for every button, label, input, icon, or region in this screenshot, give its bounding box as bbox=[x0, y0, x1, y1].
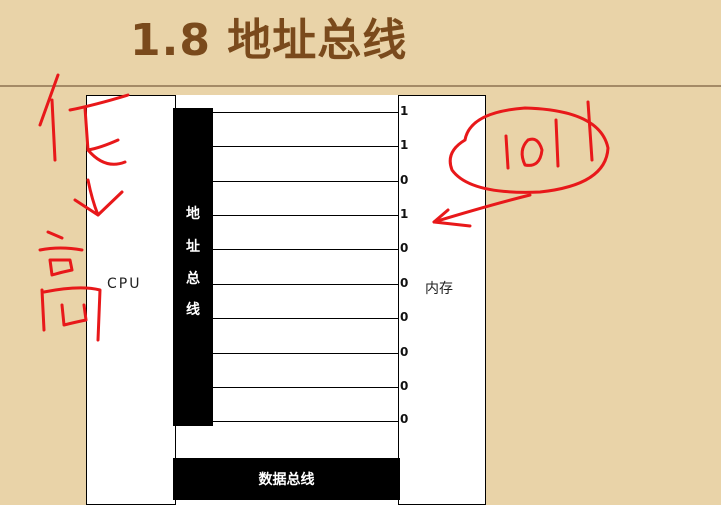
handwriting-low-stroke bbox=[38, 73, 60, 127]
address-bus-bar bbox=[173, 108, 213, 426]
address-line bbox=[213, 421, 398, 422]
handwriting-high-stroke bbox=[48, 258, 74, 277]
arrow-to-bits-icon bbox=[432, 193, 532, 224]
memory-label: 内存 bbox=[425, 281, 453, 297]
address-line bbox=[213, 353, 398, 354]
down-arrow-icon bbox=[73, 190, 124, 217]
address-line bbox=[213, 318, 398, 319]
bit-value: 0 bbox=[400, 310, 409, 324]
bit-value: 1 bbox=[400, 104, 409, 118]
bit-value: 1 bbox=[400, 207, 409, 221]
down-arrow-icon bbox=[86, 178, 100, 217]
address-line bbox=[213, 249, 398, 250]
address-line bbox=[213, 181, 398, 182]
cpu-label: CPU bbox=[107, 276, 142, 292]
slide-title: 1.8 地址总线 bbox=[130, 15, 408, 66]
arrow-to-bits-icon bbox=[432, 208, 472, 228]
bit-value: 0 bbox=[400, 345, 409, 359]
handwriting-high-stroke bbox=[60, 303, 88, 327]
handwriting-low-stroke bbox=[86, 148, 127, 166]
value-circle bbox=[448, 106, 610, 194]
address-line bbox=[213, 387, 398, 388]
address-line bbox=[213, 215, 398, 216]
handwriting-high-stroke bbox=[40, 288, 46, 332]
bit-value: 0 bbox=[400, 241, 409, 255]
handwriting-value-stroke bbox=[504, 134, 510, 170]
handwriting-high-stroke bbox=[46, 230, 64, 240]
handwriting-value-stroke bbox=[520, 137, 544, 167]
handwriting-value-stroke bbox=[554, 118, 560, 168]
handwriting-high-stroke bbox=[42, 286, 102, 342]
address-bus-label-char: 线 bbox=[186, 302, 200, 318]
address-line bbox=[213, 112, 398, 113]
address-line bbox=[213, 146, 398, 147]
address-bus-label-char: 总 bbox=[186, 271, 200, 287]
bit-value: 0 bbox=[400, 173, 409, 187]
address-line bbox=[213, 284, 398, 285]
address-bus-label-char: 地 bbox=[186, 206, 200, 222]
handwriting-low-stroke bbox=[83, 106, 120, 152]
handwriting-low-stroke bbox=[68, 93, 130, 112]
handwriting-value-stroke bbox=[586, 100, 594, 162]
handwriting-low-stroke bbox=[50, 98, 57, 162]
title-divider bbox=[0, 85, 721, 87]
memory-box bbox=[398, 95, 486, 505]
handwriting-high-stroke bbox=[38, 246, 84, 252]
bit-value: 0 bbox=[400, 412, 409, 426]
bit-value: 0 bbox=[400, 276, 409, 290]
data-bus-bar: 数据总线 bbox=[173, 458, 400, 500]
bit-value: 1 bbox=[400, 138, 409, 152]
bit-value: 0 bbox=[400, 379, 409, 393]
address-bus-label-char: 址 bbox=[186, 239, 200, 255]
bus-area bbox=[176, 95, 398, 505]
